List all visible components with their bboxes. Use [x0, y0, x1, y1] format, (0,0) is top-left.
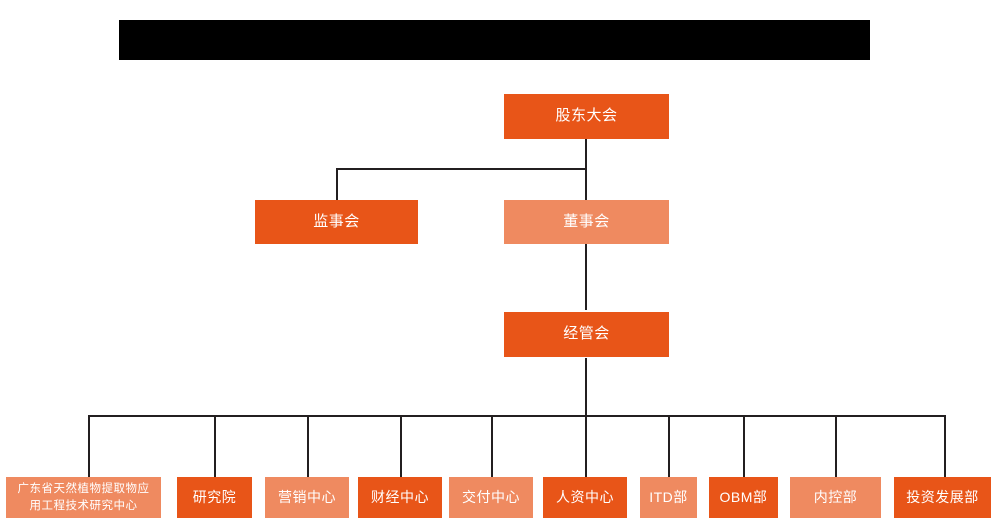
- node-label: 投资发展部: [906, 488, 979, 505]
- node-investment-development-department[interactable]: 投资发展部: [894, 477, 991, 518]
- connector-drop-dept-3: [307, 415, 309, 477]
- connector-departments-bus: [88, 415, 946, 417]
- node-label: OBM部: [719, 488, 768, 505]
- connector-drop-dept-1: [88, 415, 90, 477]
- node-board-of-directors[interactable]: 董事会: [504, 200, 669, 244]
- node-label: 人资中心: [556, 488, 614, 505]
- connector-drop-dept-4: [400, 415, 402, 477]
- connector-directors-to-management: [585, 243, 587, 310]
- connector-to-directors: [585, 168, 587, 200]
- connector-to-supervisors: [336, 168, 338, 200]
- node-internal-control-department[interactable]: 内控部: [790, 477, 881, 518]
- redacted-title-bar: [119, 20, 870, 60]
- node-label: 董事会: [563, 212, 610, 230]
- node-label: 交付中心: [462, 488, 520, 505]
- node-board-of-supervisors[interactable]: 监事会: [255, 200, 418, 244]
- connector-drop-dept-2: [214, 415, 216, 477]
- node-management-committee[interactable]: 经管会: [504, 312, 669, 357]
- connector-drop-dept-5: [491, 415, 493, 477]
- connector-drop-dept-8: [743, 415, 745, 477]
- node-label: 内控部: [813, 488, 858, 505]
- node-label: 监事会: [313, 212, 360, 230]
- node-label: 财经中心: [371, 488, 429, 505]
- node-shareholders-meeting[interactable]: 股东大会: [504, 94, 669, 139]
- node-label: 研究院: [192, 488, 237, 505]
- connector-drop-dept-9: [835, 415, 837, 477]
- node-marketing-center[interactable]: 营销中心: [265, 477, 349, 518]
- node-hr-center[interactable]: 人资中心: [543, 477, 627, 518]
- connector-drop-dept-10: [944, 415, 946, 477]
- node-guangdong-research-center[interactable]: 广东省天然植物提取物应 用工程技术研究中心: [6, 477, 161, 518]
- node-itd-department[interactable]: ITD部: [640, 477, 697, 518]
- node-label: 广东省天然植物提取物应 用工程技术研究中心: [17, 482, 150, 512]
- connector-drop-dept-7: [668, 415, 670, 477]
- node-label: 股东大会: [555, 107, 618, 125]
- connector-shareholders-stem: [585, 139, 587, 169]
- node-finance-center[interactable]: 财经中心: [358, 477, 442, 518]
- node-label: 经管会: [563, 325, 610, 343]
- node-label: 营销中心: [278, 488, 336, 505]
- node-delivery-center[interactable]: 交付中心: [449, 477, 533, 518]
- node-research-institute[interactable]: 研究院: [177, 477, 252, 518]
- connector-drop-dept-6: [585, 415, 587, 477]
- node-obm-department[interactable]: OBM部: [709, 477, 778, 518]
- connector-level1-bus: [336, 168, 587, 170]
- connector-management-stem: [585, 358, 587, 416]
- node-label: ITD部: [649, 488, 688, 505]
